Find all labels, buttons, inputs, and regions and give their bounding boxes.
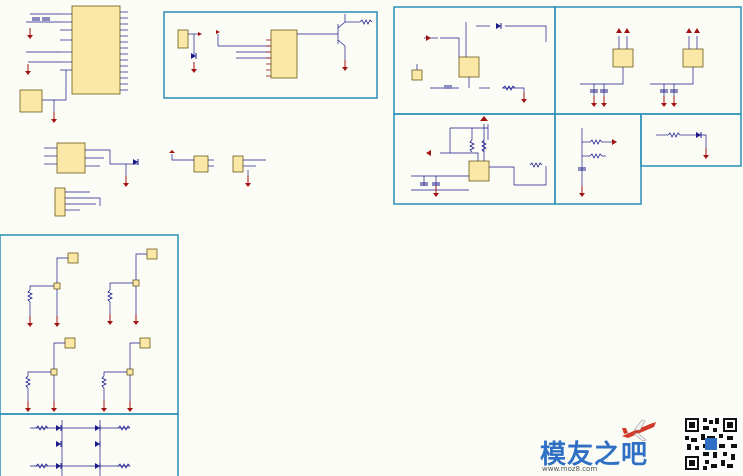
motor-channel-3	[24, 337, 76, 413]
regulator-ic	[193, 155, 209, 173]
crystal-oscillator	[19, 89, 43, 113]
connector-j2	[54, 187, 66, 217]
plane-icon	[622, 419, 656, 442]
watermark-logo: 模友之吧 www.moz8.com	[540, 432, 660, 476]
mcu-section	[19, 5, 128, 124]
motor-channel-4	[100, 337, 151, 413]
diode-bridge	[30, 420, 131, 476]
connector-j1	[177, 29, 189, 49]
qr-code-icon	[683, 416, 739, 472]
driver-ic	[270, 29, 298, 79]
buck-converter-ic	[458, 56, 480, 78]
connector-j3	[232, 155, 244, 173]
ldo-ic-1	[612, 48, 634, 68]
watermark-url: www.moz8.com	[542, 465, 598, 473]
ldo-ic-2	[682, 48, 704, 68]
sensor-section	[44, 142, 266, 217]
charger-ic	[468, 160, 490, 182]
watermark-brand: 模友之吧	[540, 440, 649, 470]
sensor-ic	[56, 142, 86, 174]
motor-channel-1	[26, 252, 79, 328]
mcu-chip	[71, 5, 121, 95]
motor-channels	[0, 234, 179, 476]
driver-box	[163, 11, 378, 99]
power-boxes	[393, 6, 742, 205]
motor-channel-2	[106, 248, 158, 326]
connector-j4	[411, 69, 423, 81]
